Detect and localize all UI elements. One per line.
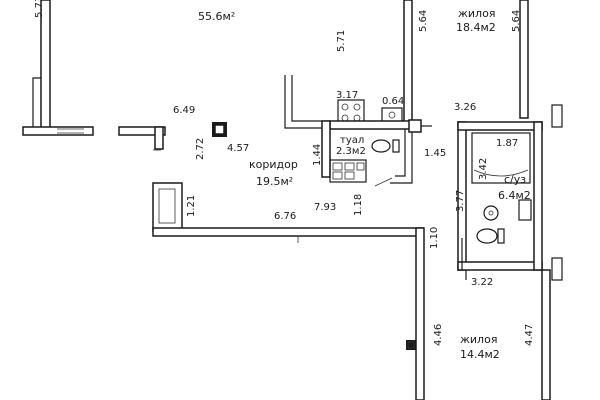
wall-right-notch bbox=[551, 104, 563, 128]
junction-marker bbox=[408, 119, 422, 133]
wall-living-bottom-right bbox=[118, 126, 166, 136]
cabinet-cell bbox=[344, 171, 355, 180]
cabinet-cell bbox=[344, 162, 355, 171]
dim-457: 4.57 bbox=[227, 143, 249, 154]
sink-drain bbox=[388, 111, 396, 119]
dim-144: 1.44 bbox=[312, 144, 323, 166]
cabinet-cell bbox=[332, 162, 343, 171]
door-swing bbox=[374, 177, 393, 187]
column-inner bbox=[214, 124, 225, 135]
burner bbox=[353, 114, 361, 122]
dim-377: 3.77 bbox=[455, 190, 466, 212]
living-area: 55.6м² bbox=[198, 10, 235, 23]
dim-118: 1.18 bbox=[353, 194, 364, 216]
counter-stub-inner bbox=[291, 75, 330, 122]
bath-sink bbox=[483, 205, 499, 221]
wall-entry-block bbox=[152, 182, 183, 232]
dim-187: 1.87 bbox=[496, 138, 518, 149]
dim-145: 1.45 bbox=[424, 148, 446, 159]
wall-diag-stub bbox=[154, 126, 164, 150]
wall-bedroom-top-right bbox=[519, 0, 529, 119]
dim-571: 5.71 bbox=[336, 30, 347, 52]
corridor-name: коридор bbox=[249, 158, 298, 171]
wall-toilet-right bbox=[390, 129, 413, 184]
toilet-name: туал bbox=[340, 135, 364, 146]
dim-121: 1.21 bbox=[186, 195, 197, 217]
cabinet-cell bbox=[356, 162, 365, 171]
dim-317: 3.17 bbox=[336, 90, 358, 101]
bath-sink-drain bbox=[488, 210, 494, 216]
bath-toilet bbox=[476, 228, 498, 244]
cabinet-cell bbox=[332, 171, 343, 180]
kitchen-sink bbox=[381, 107, 403, 123]
dim-110: 1.10 bbox=[429, 227, 440, 249]
dim-564a: 5.64 bbox=[418, 10, 429, 32]
counter-stub bbox=[284, 75, 330, 129]
dim-573: 5.73 bbox=[34, 0, 45, 18]
burner bbox=[341, 114, 349, 122]
dim-793: 7.93 bbox=[314, 202, 336, 213]
dim-676: 6.76 bbox=[274, 211, 296, 222]
dim-272: 2.72 bbox=[195, 138, 206, 160]
dimension-labels: 5.73 5.71 5.64 5.64 3.17 0.64 3.26 6.49 … bbox=[34, 0, 535, 346]
wall-right-outer bbox=[541, 269, 551, 400]
bathtub-curve bbox=[473, 169, 529, 177]
toilet-tank bbox=[392, 139, 400, 153]
wall-left-outer bbox=[40, 0, 51, 134]
dim-064: 0.64 bbox=[382, 96, 404, 107]
door-marker-inner bbox=[407, 341, 415, 349]
wall-toilet-top bbox=[329, 120, 421, 130]
wall-bath-top bbox=[457, 121, 543, 131]
cabinet-block bbox=[329, 159, 367, 183]
walls bbox=[22, 0, 563, 400]
bath-area: 6.4м2 bbox=[498, 189, 531, 202]
wall-bath-right bbox=[533, 121, 543, 271]
wall-corridor-right bbox=[415, 227, 425, 400]
bath-toilet-tank bbox=[497, 228, 505, 244]
bedroom-bottom-area: 14.4м2 bbox=[460, 348, 500, 361]
bedroom-top-area: 18.4м2 bbox=[456, 21, 496, 34]
dim-322: 3.22 bbox=[471, 277, 493, 288]
wall-toilet-left bbox=[321, 120, 331, 178]
corridor-area: 19.5м² bbox=[256, 175, 293, 188]
bath-name: с/уз bbox=[504, 173, 526, 186]
wall-living-bottom bbox=[22, 126, 94, 136]
wall-toilet-right-inner bbox=[395, 129, 406, 177]
washer bbox=[518, 199, 532, 221]
wall-left-notch bbox=[32, 77, 41, 134]
bathtub bbox=[471, 132, 531, 184]
dim-447: 4.47 bbox=[524, 324, 535, 346]
wall-bath-bottom bbox=[457, 261, 543, 271]
burner bbox=[341, 103, 349, 111]
bedroom-bottom-name: жилоя bbox=[460, 333, 497, 346]
wall-right-notch-2 bbox=[551, 257, 563, 281]
dim-342: 3.42 bbox=[478, 158, 489, 180]
wall-corridor-bottom bbox=[152, 227, 424, 237]
bedroom-top-name: жилоя bbox=[458, 7, 495, 20]
burner bbox=[353, 103, 361, 111]
entry-door-frame bbox=[158, 188, 176, 224]
wall-kitchen-right bbox=[403, 0, 413, 123]
toilet-area: 2.3м2 bbox=[336, 146, 366, 157]
toilet-bowl bbox=[371, 139, 391, 153]
dim-649: 6.49 bbox=[173, 105, 195, 116]
room-labels: 55.6м² жилоя 18.4м2 туал 2.3м2 коридор 1… bbox=[198, 7, 531, 361]
dim-564b: 5.64 bbox=[511, 10, 522, 32]
door-marker bbox=[406, 340, 416, 350]
dim-326: 3.26 bbox=[454, 102, 476, 113]
dim-446: 4.46 bbox=[433, 324, 444, 346]
